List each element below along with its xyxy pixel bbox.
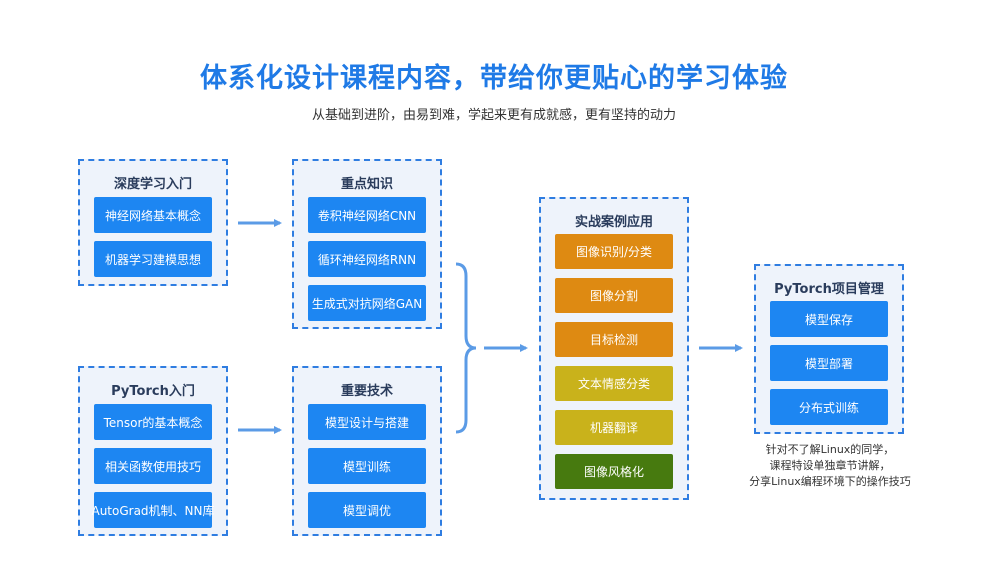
group-title-key-knowledge: 重点知识 — [340, 177, 393, 192]
linux-note: 针对不了解Linux的同学， 课程特设单独章节讲解， 分享Linux编程环境下的… — [740, 442, 920, 490]
group-title-pytorch-project: PyTorch项目管理 — [774, 282, 884, 297]
box-image-classification: 图像识别/分类 — [555, 234, 673, 269]
group-deep-learning-intro: 深度学习入门 神经网络基本概念 机器学习建模思想 — [78, 159, 228, 286]
box-model-deploy: 模型部署 — [770, 345, 888, 381]
box-cnn: 卷积神经网络CNN — [308, 197, 426, 233]
group-title-key-techniques: 重要技术 — [340, 384, 393, 399]
box-neural-network-basics: 神经网络基本概念 — [94, 197, 212, 233]
group-title-pytorch-intro: PyTorch入门 — [111, 384, 195, 399]
box-style-transfer: 图像风格化 — [555, 454, 673, 489]
box-image-segmentation: 图像分割 — [555, 278, 673, 313]
box-tensor-basics: Tensor的基本概念 — [94, 404, 212, 440]
group-pytorch-intro: PyTorch入门 Tensor的基本概念 相关函数使用技巧 AutoGrad机… — [78, 366, 228, 536]
box-function-tips: 相关函数使用技巧 — [94, 448, 212, 484]
linux-note-line-2: 课程特设单独章节讲解， — [769, 459, 891, 472]
box-distributed-training: 分布式训练 — [770, 389, 888, 425]
box-machine-translation: 机器翻译 — [555, 410, 673, 445]
group-key-knowledge: 重点知识 卷积神经网络CNN 循环神经网络RNN 生成式对抗网络GAN — [292, 159, 442, 329]
box-object-detection: 目标检测 — [555, 322, 673, 357]
box-model-save: 模型保存 — [770, 301, 888, 337]
page-subtitle: 从基础到进阶，由易到难，学起来更有成就感，更有坚持的动力 — [311, 108, 676, 123]
group-pytorch-project: PyTorch项目管理 模型保存 模型部署 分布式训练 — [754, 264, 904, 434]
linux-note-line-1: 针对不了解Linux的同学， — [765, 443, 895, 456]
group-key-techniques: 重要技术 模型设计与搭建 模型训练 模型调优 — [292, 366, 442, 536]
page-title: 体系化设计课程内容，带给你更贴心的学习体验 — [200, 63, 788, 94]
brace-merge — [455, 262, 477, 434]
box-model-design: 模型设计与搭建 — [308, 404, 426, 440]
box-autograd-nn: AutoGrad机制、NN库 — [91, 492, 215, 528]
box-gan: 生成式对抗网络GAN — [308, 285, 426, 321]
group-practical-cases: 实战案例应用 图像识别/分类 图像分割 目标检测 文本情感分类 机器翻译 图像风… — [539, 197, 689, 500]
group-title-practical-cases: 实战案例应用 — [574, 215, 653, 230]
linux-note-line-3: 分享Linux编程环境下的操作技巧 — [749, 475, 911, 488]
box-rnn: 循环神经网络RNN — [308, 241, 426, 277]
box-sentiment-classification: 文本情感分类 — [555, 366, 673, 401]
group-title-deep-learning-intro: 深度学习入门 — [113, 177, 192, 192]
box-ml-modeling: 机器学习建模思想 — [94, 241, 212, 277]
box-model-tuning: 模型调优 — [308, 492, 426, 528]
box-model-training: 模型训练 — [308, 448, 426, 484]
